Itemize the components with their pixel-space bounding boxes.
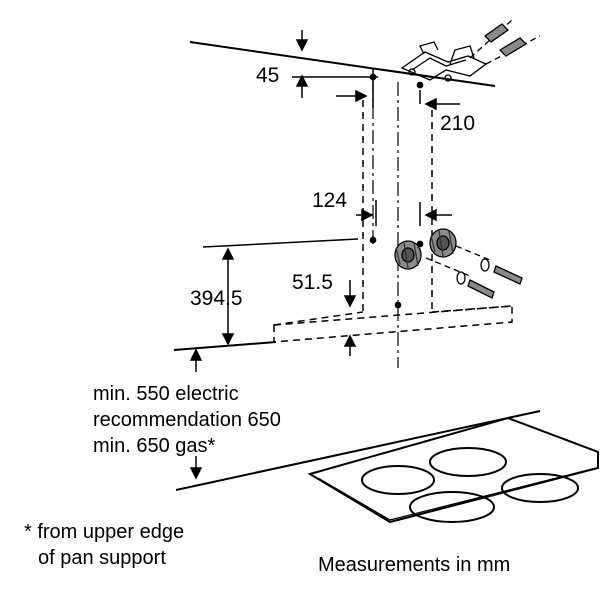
min-height-note-line-3: min. 650 gas* — [93, 435, 216, 457]
dimension-45-label: 45 — [256, 64, 280, 87]
min-height-note-line-1: min. 550 electric — [93, 383, 239, 405]
mid-mounting-marks — [202, 236, 424, 248]
burner-1 — [361, 465, 435, 495]
dimension-124-label: 124 — [312, 189, 348, 212]
dimension-45-marker — [292, 30, 378, 98]
dimension-51-5-marker — [343, 280, 402, 356]
dimension-124-marker — [356, 200, 452, 226]
burner-2 — [429, 447, 507, 477]
upper-bracket-sketch — [400, 19, 541, 82]
footnote-line-2: of pan support — [38, 547, 166, 569]
cooktop — [307, 416, 599, 524]
lower-screws — [425, 245, 523, 299]
burner-3 — [409, 491, 495, 523]
center-lines — [372, 80, 399, 368]
dimension-394-5-label: 394.5 — [190, 287, 243, 310]
hood-canopy-outline — [273, 305, 513, 343]
worktop-line — [175, 410, 541, 491]
units-note: Measurements in mm — [318, 554, 511, 576]
wall-plug-right — [429, 228, 457, 258]
chimney-outline — [362, 100, 433, 312]
wall-plug-left — [394, 240, 422, 270]
footnote-line-1: * from upper edge — [24, 521, 185, 543]
ceiling-line — [189, 41, 496, 87]
hood-lower-edge-line — [173, 341, 277, 351]
upper-mounting-marks — [336, 68, 460, 111]
dimension-210-label: 210 — [440, 112, 476, 135]
burner-4 — [501, 473, 579, 503]
min-height-note-line-2: recommendation 650 — [93, 409, 281, 431]
dimension-51-5-label: 51.5 — [292, 271, 333, 294]
min-distance-marker — [189, 348, 203, 480]
dimension-394-5-marker — [221, 247, 235, 346]
